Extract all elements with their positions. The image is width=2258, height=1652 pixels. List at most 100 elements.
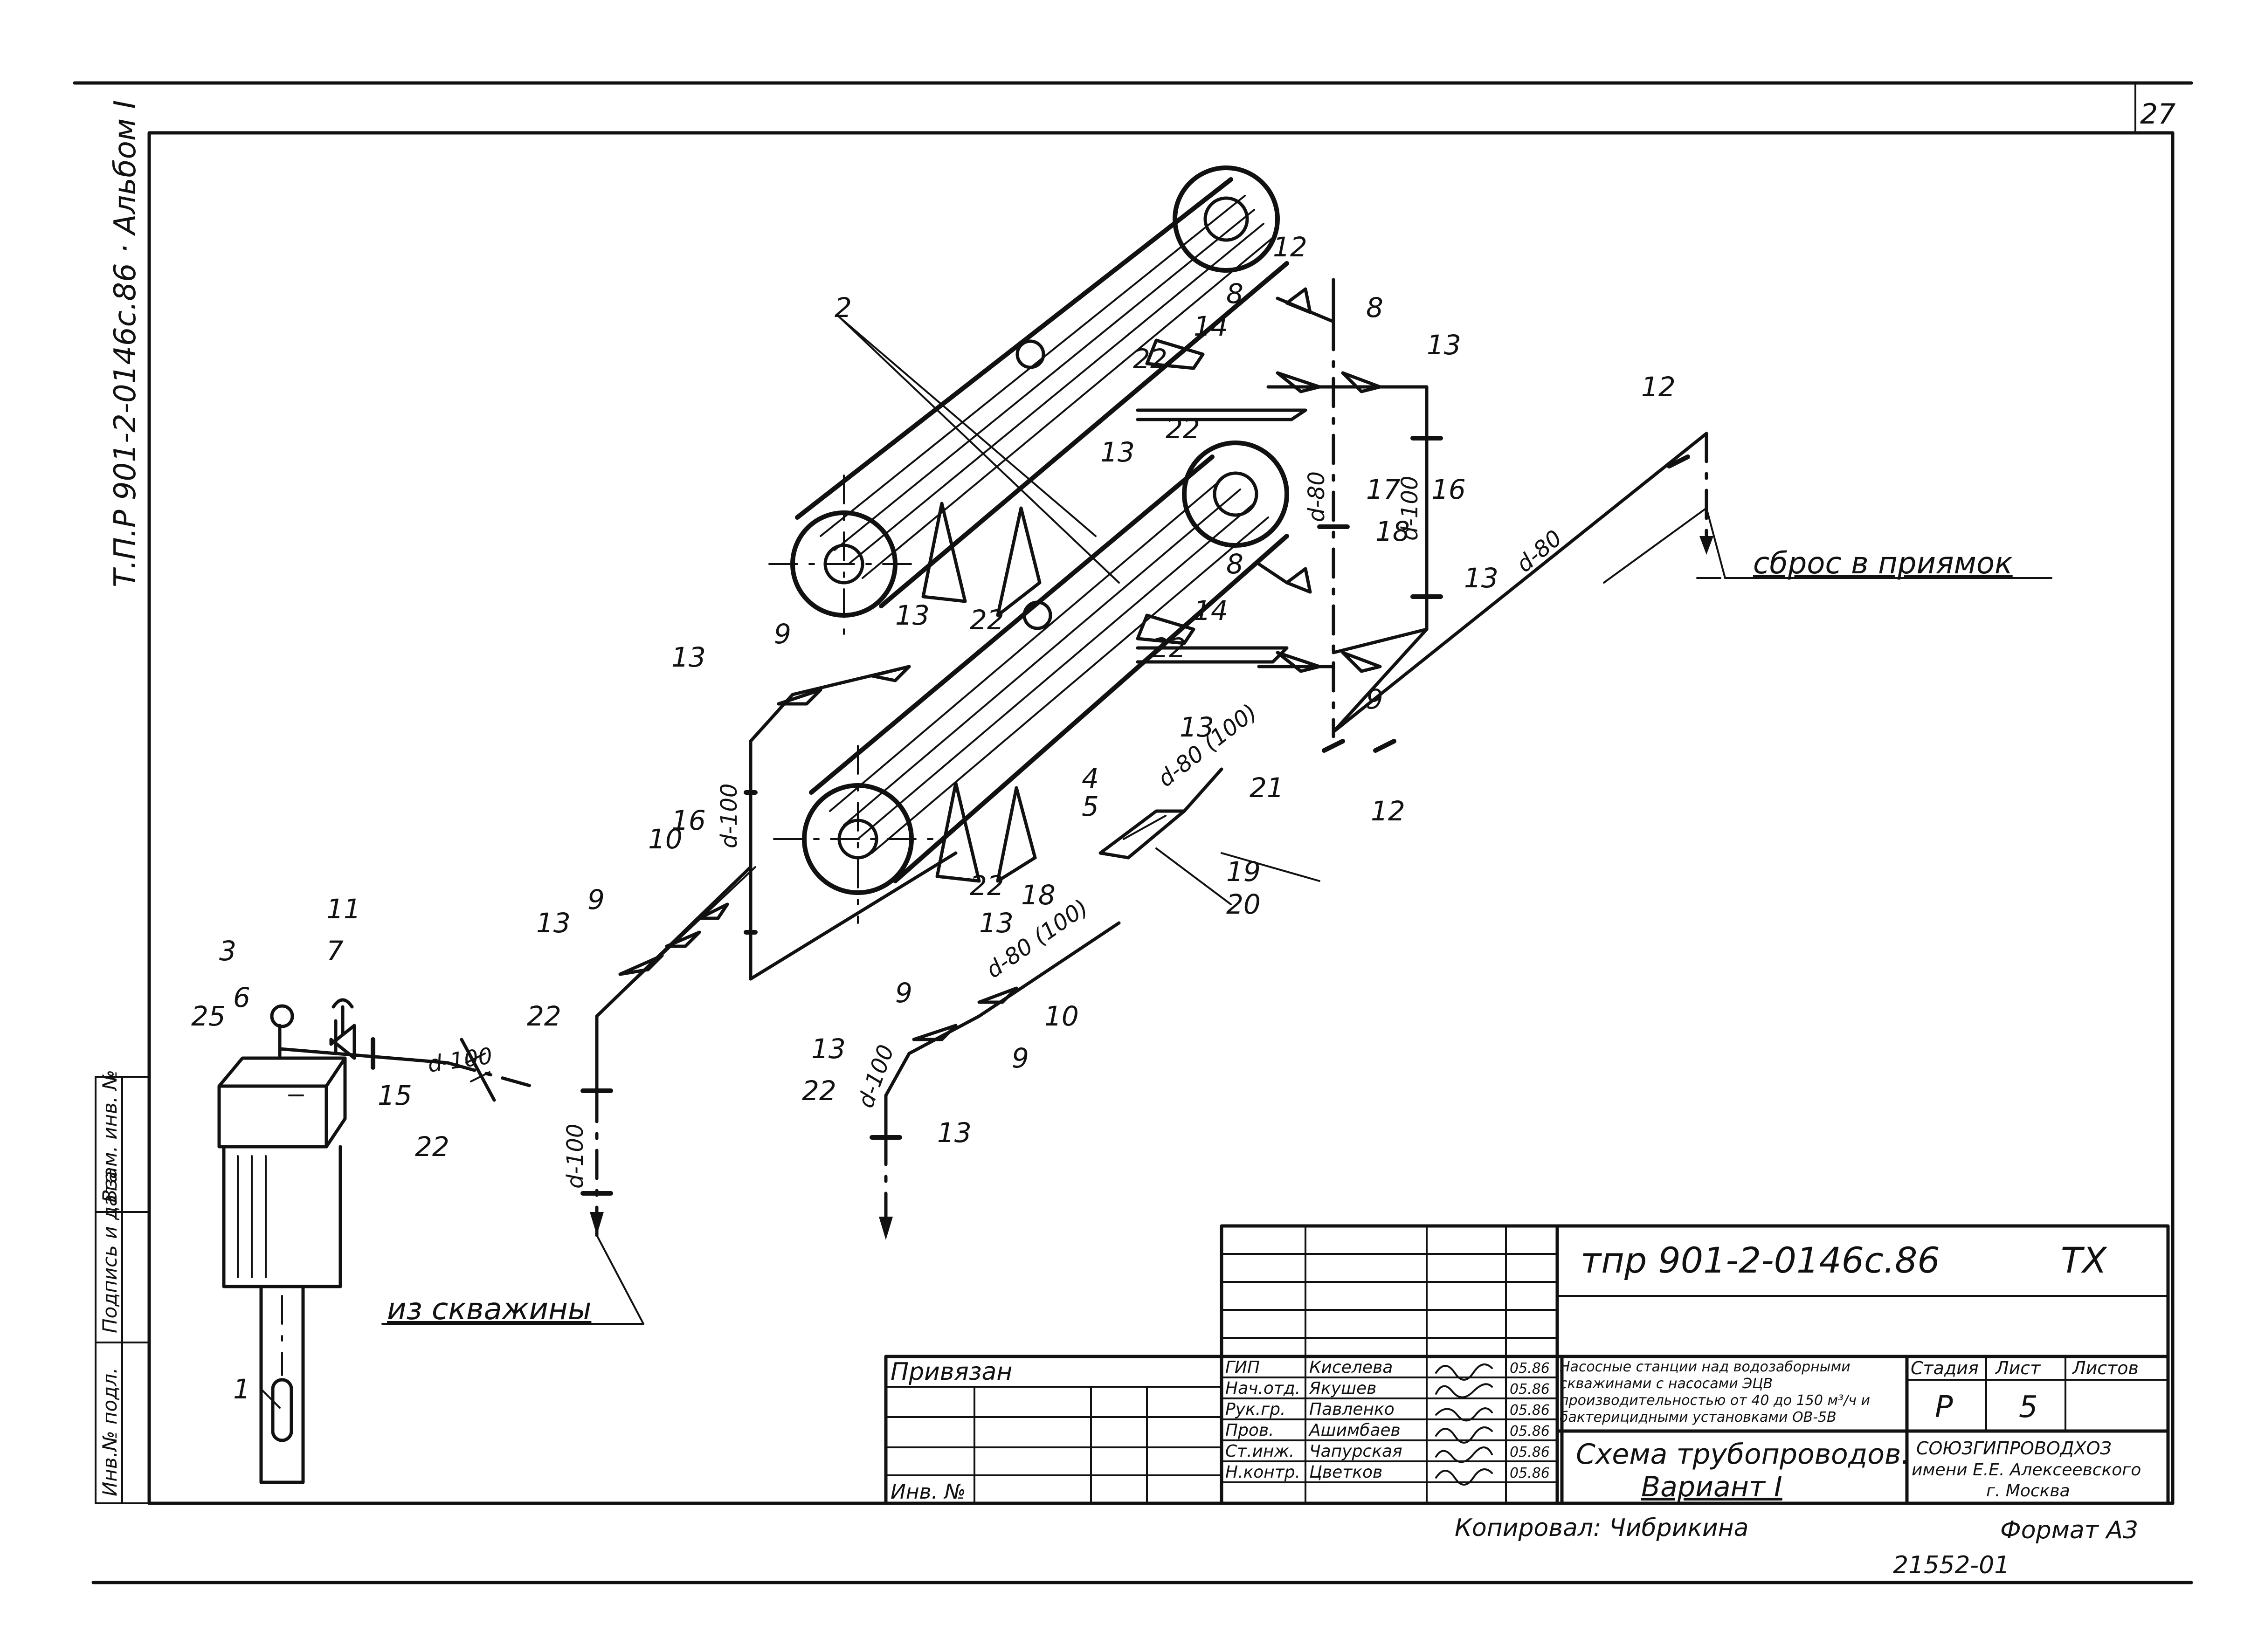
callout-10b: 10 xyxy=(1044,1000,1079,1032)
callout-18b: 18 xyxy=(1021,879,1056,911)
pipe-label-d100-right: d-100 xyxy=(1397,476,1423,541)
name-4: Ашимбаев xyxy=(1308,1421,1401,1440)
page-corner-number: 27 xyxy=(2140,98,2175,131)
role-4: Пров. xyxy=(1225,1421,1274,1440)
stamp-label-inv: Инв.№ подл. xyxy=(98,1368,121,1496)
sheets-label: Листов xyxy=(2072,1358,2139,1378)
callout-16a: 16 xyxy=(671,805,706,836)
callout-9c: 9 xyxy=(895,977,912,1009)
callout-8a: 8 xyxy=(1226,278,1243,310)
callout-7: 7 xyxy=(326,935,344,967)
callout-13f: 13 xyxy=(1180,711,1214,743)
doc-code: тпр 901-2-0146с.86 xyxy=(1581,1239,1940,1281)
callout-2: 2 xyxy=(835,292,852,324)
side-designation: Т.П.Р 901-2-0146с.86 · Альбом I xyxy=(108,100,143,587)
role-1: ГИП xyxy=(1225,1358,1260,1377)
callout-12b: 12 xyxy=(1641,371,1676,403)
footer-archive-no: 21552-01 xyxy=(1893,1551,2009,1579)
stage-label: Стадия xyxy=(1911,1358,1979,1378)
pipe-label-d80-top: d-80 xyxy=(1512,525,1567,578)
pipe-discharge xyxy=(1322,432,2052,753)
callout-11: 11 xyxy=(326,893,361,925)
callout-22a: 22 xyxy=(1133,343,1167,375)
callout-12c: 12 xyxy=(1371,795,1405,827)
callout-13d: 13 xyxy=(671,641,706,673)
drawing xyxy=(217,165,2052,1484)
org-line-2: имени Е.Е. Алексеевского xyxy=(1912,1460,2141,1480)
pipe-pump-outlet xyxy=(278,1019,533,1102)
pipe-label-d80-mid: d-80 xyxy=(1304,471,1330,522)
callout-20: 20 xyxy=(1226,888,1261,920)
uv-unit xyxy=(1098,767,1223,860)
callout-4: 4 xyxy=(1082,763,1099,794)
annotation-from-well: из скважины xyxy=(387,1292,591,1327)
pipe-label-d100-pump: d-100 xyxy=(426,1043,494,1078)
stage-value: Р xyxy=(1935,1390,1953,1425)
callout-22g: 22 xyxy=(802,1075,836,1107)
date-1: 05.86 xyxy=(1510,1360,1550,1377)
name-5: Чапурская xyxy=(1309,1442,1402,1461)
callout-22d: 22 xyxy=(970,870,1004,902)
role-2: Нач.отд. xyxy=(1225,1379,1300,1398)
date-6: 05.86 xyxy=(1510,1465,1550,1481)
sheet-label: Лист xyxy=(1995,1358,2041,1378)
callout-16b: 16 xyxy=(1431,474,1466,505)
pipe-lower-outlet xyxy=(870,921,1121,1240)
date-5: 05.86 xyxy=(1510,1444,1550,1460)
callout-1: 1 xyxy=(233,1373,250,1405)
role-5: Ст.инж. xyxy=(1225,1442,1294,1461)
callout-13c: 13 xyxy=(895,599,930,631)
bound-label: Привязан xyxy=(891,1358,1012,1386)
filter-tank-lower xyxy=(773,441,1289,924)
date-3: 05.86 xyxy=(1510,1402,1550,1418)
callout-22b: 22 xyxy=(970,604,1004,636)
role-6: Н.контр. xyxy=(1225,1463,1300,1482)
date-4: 05.86 xyxy=(1510,1423,1550,1439)
callout-22c: 22 xyxy=(1152,632,1186,664)
title-block xyxy=(884,1224,2170,1505)
sheet-title-2: Вариант I xyxy=(1641,1471,1782,1503)
callout-19: 19 xyxy=(1226,856,1261,888)
sheet-title-1: Схема трубопроводов. xyxy=(1576,1438,1910,1471)
inv-label: Инв. № xyxy=(891,1480,966,1504)
name-2: Якушев xyxy=(1309,1379,1376,1398)
callout-9e: 9 xyxy=(1366,683,1383,715)
pipe-label-d100-low: d-100 xyxy=(853,1041,899,1111)
callout-14a: 14 xyxy=(1194,310,1228,342)
pipe-left-collector xyxy=(596,665,911,1017)
callout-17: 17 xyxy=(1366,474,1401,505)
callout-3: 3 xyxy=(219,935,236,967)
callout-10a: 10 xyxy=(648,823,683,855)
well-pump xyxy=(217,998,356,1484)
callout-9d: 9 xyxy=(1012,1042,1029,1074)
callout-8b: 8 xyxy=(1366,292,1383,324)
callout-15: 15 xyxy=(378,1080,412,1111)
name-6: Цветков xyxy=(1309,1463,1382,1482)
stamp-label-sign: Подпись и дата xyxy=(98,1171,121,1333)
name-3: Павленко xyxy=(1309,1400,1395,1419)
callout-13h: 13 xyxy=(536,907,571,939)
callout-22e: 22 xyxy=(527,1000,561,1032)
callout-12a: 12 xyxy=(1273,231,1307,263)
signatures xyxy=(1435,1363,1493,1486)
org-line-3: г. Москва xyxy=(1986,1481,2070,1501)
org-line-1: СОЮЗГИПРОВОДХОЗ xyxy=(1916,1438,2112,1459)
callout-13a: 13 xyxy=(1427,329,1461,361)
footer-format: Формат А3 xyxy=(2000,1516,2138,1544)
callout-6: 6 xyxy=(233,982,250,1013)
callout-18a: 18 xyxy=(1375,516,1410,547)
callout-21: 21 xyxy=(1250,772,1284,804)
callout-13g: 13 xyxy=(979,907,1014,939)
doc-mark: ТХ xyxy=(2061,1239,2107,1281)
callout-13i: 13 xyxy=(811,1033,846,1065)
callout-5: 5 xyxy=(1082,791,1099,822)
left-stamp-strip xyxy=(95,1076,150,1504)
callout-13j: 13 xyxy=(937,1117,972,1149)
stamp-label-replace: Взам. инв. № xyxy=(98,1070,121,1203)
pipe-label-d100-riser: d-100 xyxy=(562,1124,588,1189)
sheet-number: 5 xyxy=(2019,1390,2038,1425)
date-2: 05.86 xyxy=(1510,1381,1550,1397)
callout-9b: 9 xyxy=(587,884,605,915)
callout-13e: 13 xyxy=(1464,562,1498,594)
